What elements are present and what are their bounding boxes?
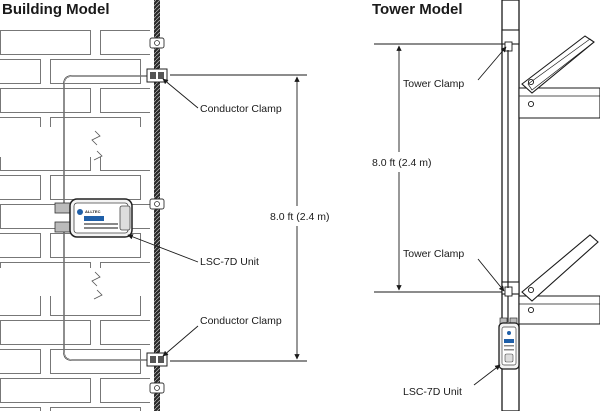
tower-height-label: 8.0 ft (2.4 m) [372, 157, 432, 169]
tower-clamp-bottom-label: Tower Clamp [403, 248, 464, 260]
unit-label-building: LSC-7D Unit [200, 256, 259, 268]
tower-bracing-upper [518, 35, 600, 119]
sensor-cable-inner [63, 75, 153, 361]
tower-clamp-top-label: Tower Clamp [403, 78, 464, 90]
break-mark [91, 130, 101, 146]
lsc-7d-unit-building: ALLTEC [54, 198, 133, 238]
conductor-clamp-top-label: Conductor Clamp [200, 103, 282, 115]
tower-bracing-lower [518, 234, 600, 325]
unit-brand-label: ALLTEC [85, 209, 101, 214]
tower-leg [501, 0, 520, 411]
standoff-bracket [149, 382, 165, 394]
lsc-7d-unit-tower [498, 317, 520, 370]
standoff-bracket [149, 37, 165, 49]
conductor-clamp-bottom-label: Conductor Clamp [200, 315, 282, 327]
wall-break-gap [0, 268, 150, 296]
leader-line [162, 78, 199, 109]
building-model: Building Model [0, 0, 330, 411]
building-model-title: Building Model [2, 1, 109, 18]
tower-clamp-top-graphic [504, 41, 513, 52]
tower-model: Tower Model [372, 0, 600, 411]
standoff-bracket [149, 198, 165, 210]
leader-line [473, 364, 501, 386]
break-mark [91, 271, 101, 287]
wall-break-gap [0, 127, 150, 157]
tower-model-title: Tower Model [372, 1, 463, 18]
break-mark [93, 150, 103, 161]
conductor-clamp-bottom-graphic [146, 352, 168, 367]
leader-line [477, 258, 505, 292]
tower-clamp-bottom-graphic [504, 286, 513, 297]
unit-label-tower: LSC-7D Unit [403, 386, 462, 398]
conductor-clamp-top-graphic [146, 68, 168, 83]
leader-line [477, 46, 507, 81]
leader-line [127, 234, 199, 263]
break-mark [93, 289, 103, 300]
building-height-label: 8.0 ft (2.4 m) [270, 211, 330, 223]
leader-line [162, 325, 199, 357]
